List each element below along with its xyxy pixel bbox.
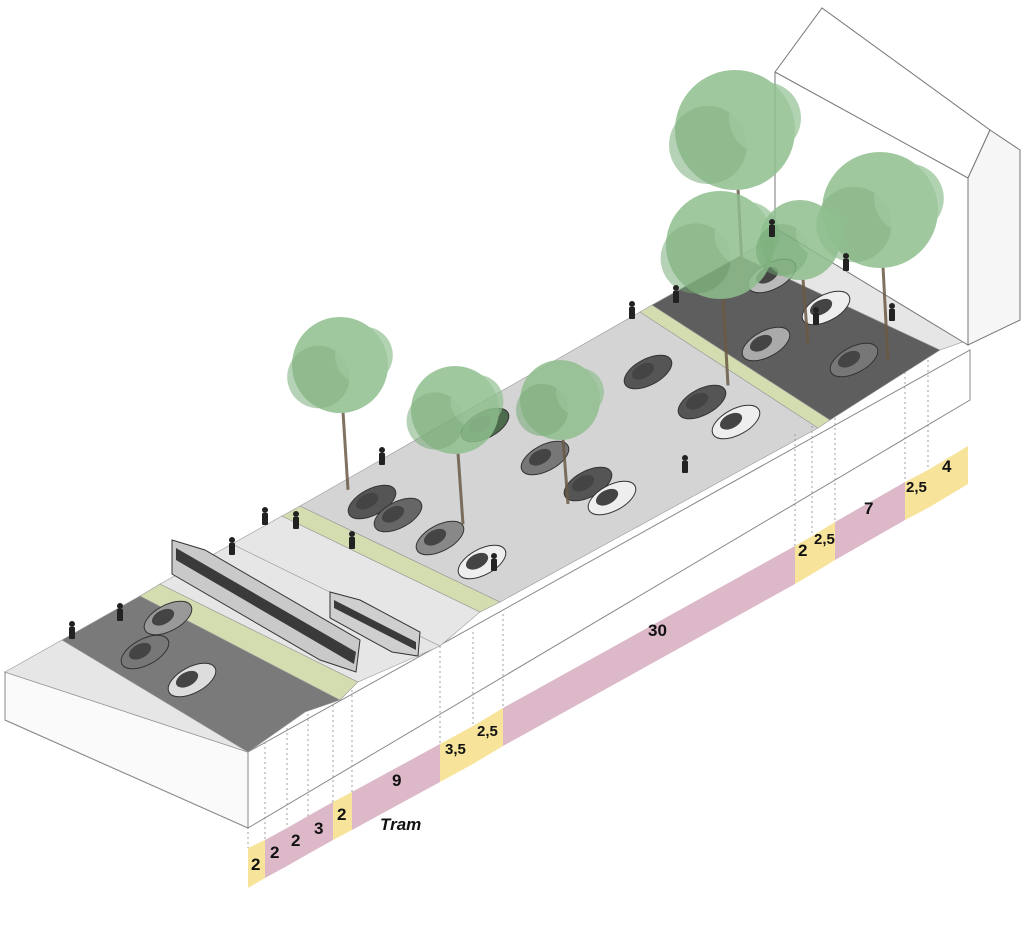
band-3-5 xyxy=(440,726,473,782)
tree xyxy=(669,70,801,287)
person xyxy=(813,307,819,325)
pedestrians-and-cyclists xyxy=(69,219,895,639)
trees xyxy=(287,70,944,525)
label-d12: 7 xyxy=(864,499,873,518)
band-2c xyxy=(287,816,308,866)
car xyxy=(120,634,170,670)
band-2-5 xyxy=(473,708,503,764)
person xyxy=(262,507,268,525)
cars xyxy=(120,258,879,698)
car xyxy=(143,600,193,636)
person xyxy=(682,455,688,473)
car xyxy=(711,404,761,440)
person xyxy=(769,219,775,237)
tram xyxy=(171,539,421,673)
tree xyxy=(516,360,604,505)
car xyxy=(520,440,570,476)
label-d14: 4 xyxy=(942,457,952,476)
car xyxy=(741,326,791,362)
label-d9: 30 xyxy=(648,621,667,640)
label-d11: 2,5 xyxy=(814,531,835,548)
label-d8: 2,5 xyxy=(477,723,498,740)
label-d3: 2 xyxy=(291,831,300,850)
label-d6: 9 xyxy=(392,771,401,790)
band-2-5b xyxy=(812,522,835,574)
band-3 xyxy=(308,802,333,854)
label-d4: 3 xyxy=(314,819,323,838)
tree xyxy=(660,191,780,386)
label-d13: 2,5 xyxy=(906,479,927,496)
person xyxy=(349,531,355,549)
label-d2: 2 xyxy=(270,843,279,862)
band-4 xyxy=(928,446,968,508)
car xyxy=(415,520,465,556)
person xyxy=(229,537,235,555)
person xyxy=(293,511,299,529)
band-2b xyxy=(265,828,287,878)
label-d7: 3,5 xyxy=(445,741,466,758)
person xyxy=(629,301,635,319)
label-d10: 2 xyxy=(798,541,807,560)
band-2e xyxy=(795,536,812,584)
person xyxy=(673,285,679,303)
dimension-guides xyxy=(247,360,929,848)
car xyxy=(347,484,397,520)
band-2d xyxy=(333,792,352,840)
tree xyxy=(287,317,393,490)
band-2-5c xyxy=(905,470,928,520)
dimension-labels: 2 2 2 3 2 9 3,5 2,5 30 2 2,5 7 2,5 4 Tra… xyxy=(251,457,952,874)
band-30 xyxy=(503,546,795,746)
band-2a xyxy=(248,840,265,888)
dimension-bands xyxy=(248,446,968,888)
car xyxy=(677,384,727,420)
person xyxy=(491,553,497,571)
tram-label: Tram xyxy=(380,815,421,834)
car xyxy=(373,497,423,533)
car xyxy=(623,354,673,390)
person xyxy=(379,447,385,465)
tree xyxy=(406,366,504,525)
car xyxy=(587,480,637,516)
person xyxy=(843,253,849,271)
label-d1: 2 xyxy=(251,855,260,874)
band-9 xyxy=(352,744,440,830)
person xyxy=(889,303,895,321)
person xyxy=(117,603,123,621)
band-7 xyxy=(835,482,905,560)
person xyxy=(69,621,75,639)
car xyxy=(167,662,217,698)
label-d5: 2 xyxy=(337,805,346,824)
car xyxy=(829,342,879,378)
tree xyxy=(756,200,844,345)
